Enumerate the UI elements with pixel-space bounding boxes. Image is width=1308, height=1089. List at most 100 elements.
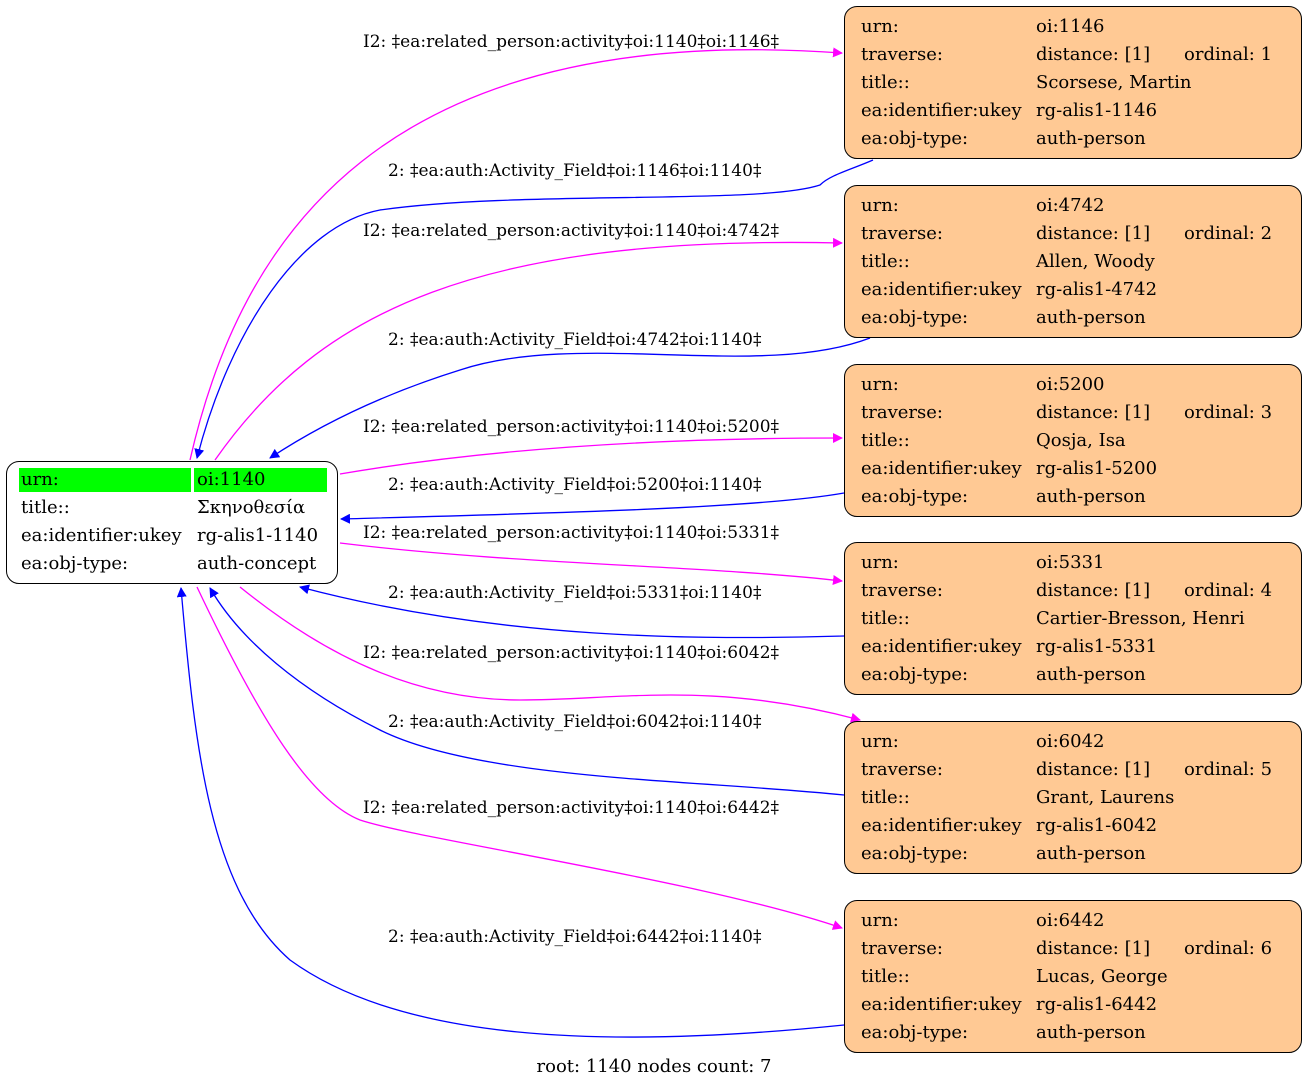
edge-in-1146 xyxy=(194,159,874,459)
node-traverse-key: traverse: xyxy=(861,402,943,423)
node-type-key: ea:obj-type: xyxy=(861,843,969,864)
node-ordinal: ordinal: 4 xyxy=(1184,580,1273,601)
node-ordinal: ordinal: 3 xyxy=(1184,402,1273,423)
edge-label-in-5200: 2: ‡ea:auth:Activity_Field‡oi:5200‡oi:11… xyxy=(388,475,762,495)
edge-label-in-6442: 2: ‡ea:auth:Activity_Field‡oi:6442‡oi:11… xyxy=(388,927,762,947)
node-type-key: ea:obj-type: xyxy=(861,307,969,328)
node-distance: distance: [1] xyxy=(1036,759,1151,780)
edge-in-4742 xyxy=(269,337,871,459)
node-traverse-key: traverse: xyxy=(861,44,943,65)
node-urn-key: urn: xyxy=(861,731,899,752)
node-urn-value: oi:4742 xyxy=(1036,195,1105,216)
edge-label-in-5331: 2: ‡ea:auth:Activity_Field‡oi:5331‡oi:11… xyxy=(388,583,762,603)
node-ukey-key: ea:identifier:ukey xyxy=(861,458,1022,479)
root-type-value: auth-concept xyxy=(197,553,317,574)
node-type-value: auth-person xyxy=(1036,307,1146,328)
edge-out-6042 xyxy=(239,586,861,723)
node-oi-5331[interactable]: urn: oi:5331 traverse: distance: [1] ordina… xyxy=(844,542,1302,695)
node-type-key: ea:obj-type: xyxy=(861,128,969,149)
node-ukey-value: rg-alis1-1146 xyxy=(1036,100,1158,121)
node-title-key: title:: xyxy=(861,608,910,629)
node-title-value: Allen, Woody xyxy=(1036,251,1155,272)
root-urn-key: urn: xyxy=(19,468,191,492)
edge-in-5200 xyxy=(340,492,845,524)
node-title-key: title:: xyxy=(861,966,910,987)
edge-label-out-6042: I2: ‡ea:related_person:activity‡oi:1140‡… xyxy=(363,643,780,663)
node-traverse-key: traverse: xyxy=(861,223,943,244)
edge-label-out-4742: I2: ‡ea:related_person:activity‡oi:1140‡… xyxy=(363,221,780,241)
node-urn-value: oi:6442 xyxy=(1036,910,1105,931)
node-ukey-key: ea:identifier:ukey xyxy=(861,279,1022,300)
node-distance: distance: [1] xyxy=(1036,223,1151,244)
node-distance: distance: [1] xyxy=(1036,44,1151,65)
node-urn-key: urn: xyxy=(861,910,899,931)
node-oi-4742[interactable]: urn:oi:4742 traverse:distance: [1]ordina… xyxy=(844,185,1302,338)
node-ordinal: ordinal: 1 xyxy=(1184,44,1273,65)
node-distance: distance: [1] xyxy=(1036,938,1151,959)
graph-footer: root: 1140 nodes count: 7 xyxy=(536,1056,772,1077)
root-urn-value: oi:1140 xyxy=(194,468,327,492)
node-oi-1146[interactable]: urn: oi:1146 traverse: distance: [1] ordina… xyxy=(844,6,1302,159)
node-ordinal: ordinal: 6 xyxy=(1184,938,1273,959)
edge-label-in-4742: 2: ‡ea:auth:Activity_Field‡oi:4742‡oi:11… xyxy=(388,330,762,350)
edge-label-out-5200: I2: ‡ea:related_person:activity‡oi:1140‡… xyxy=(363,417,780,437)
node-title-value: Lucas, George xyxy=(1036,966,1168,987)
node-ukey-value: rg-alis1-6042 xyxy=(1036,815,1158,836)
node-urn-value: oi:6042 xyxy=(1036,731,1105,752)
edge-in-6042 xyxy=(209,587,845,796)
node-title-key: title:: xyxy=(861,72,910,93)
node-title-value: Scorsese, Martin xyxy=(1036,72,1192,93)
node-type-key: ea:obj-type: xyxy=(861,486,969,507)
node-traverse-key: traverse: xyxy=(861,580,943,601)
edge-in-5331 xyxy=(299,584,845,639)
node-oi-6442[interactable]: urn: oi:6442 traverse: distance: [1] ordina… xyxy=(844,900,1302,1053)
node-ukey-key: ea:identifier:ukey xyxy=(861,994,1022,1015)
root-ukey-key: ea:identifier:ukey xyxy=(21,525,182,546)
node-ukey-value: rg-alis1-5200 xyxy=(1036,458,1158,479)
node-distance: distance: [1] xyxy=(1036,580,1151,601)
node-oi-6042[interactable]: urn: oi:6042 traverse: distance: [1] ordina… xyxy=(844,721,1302,874)
edge-label-out-6442: I2: ‡ea:related_person:activity‡oi:1140‡… xyxy=(363,798,780,818)
node-title-key: title:: xyxy=(861,430,910,451)
edge-out-6442 xyxy=(196,586,843,930)
node-urn-key: urn: xyxy=(861,374,899,395)
edge-label-in-6042: 2: ‡ea:auth:Activity_Field‡oi:6042‡oi:11… xyxy=(388,712,762,732)
node-traverse-key: traverse: xyxy=(861,759,943,780)
node-ukey-key: ea:identifier:ukey xyxy=(861,100,1022,121)
edge-in-6442 xyxy=(176,587,845,1038)
node-ukey-value: rg-alis1-4742 xyxy=(1036,279,1158,300)
node-ordinal: ordinal: 5 xyxy=(1184,759,1273,780)
edge-out-5200 xyxy=(339,433,843,475)
edge-out-5331 xyxy=(339,542,843,585)
node-urn-key: urn: xyxy=(861,16,899,37)
root-node[interactable]: urn: oi:1140 title:: Σκηνοθεσία ea:ident… xyxy=(6,461,338,584)
node-ordinal: ordinal: 2 xyxy=(1184,223,1273,244)
root-title-value: Σκηνοθεσία xyxy=(197,497,306,518)
edge-label-out-5331: I2: ‡ea:related_person:activity‡oi:1140‡… xyxy=(363,523,780,543)
node-type-value: auth-person xyxy=(1036,664,1146,685)
edge-label-in-1146: 2: ‡ea:auth:Activity_Field‡oi:1146‡oi:11… xyxy=(388,161,762,181)
node-ukey-value: rg-alis1-5331 xyxy=(1036,636,1158,657)
edge-label-out-1146: I2: ‡ea:related_person:activity‡oi:1140‡… xyxy=(363,32,780,52)
node-urn-value: oi:5331 xyxy=(1036,552,1105,573)
node-title-value: Grant, Laurens xyxy=(1036,787,1175,808)
node-traverse-key: traverse: xyxy=(861,938,943,959)
node-type-key: ea:obj-type: xyxy=(861,664,969,685)
node-distance: distance: [1] xyxy=(1036,402,1151,423)
node-oi-5200[interactable]: urn:oi:5200 traverse:distance: [1]ordina… xyxy=(844,364,1302,517)
node-type-value: auth-person xyxy=(1036,1022,1146,1043)
node-type-value: auth-person xyxy=(1036,843,1146,864)
root-ukey-value: rg-alis1-1140 xyxy=(197,525,319,546)
edge-out-4742 xyxy=(214,237,843,461)
node-urn-key: urn: xyxy=(861,552,899,573)
node-type-value: auth-person xyxy=(1036,128,1146,149)
node-ukey-key: ea:identifier:ukey xyxy=(861,636,1022,657)
node-title-value: Qosja, Isa xyxy=(1036,430,1126,451)
node-type-value: auth-person xyxy=(1036,486,1146,507)
root-type-key: ea:obj-type: xyxy=(21,553,129,574)
node-title-value: Cartier-Bresson, Henri xyxy=(1036,608,1245,629)
node-urn-value: oi:1146 xyxy=(1036,16,1105,37)
node-ukey-key: ea:identifier:ukey xyxy=(861,815,1022,836)
root-title-key: title:: xyxy=(21,497,70,518)
